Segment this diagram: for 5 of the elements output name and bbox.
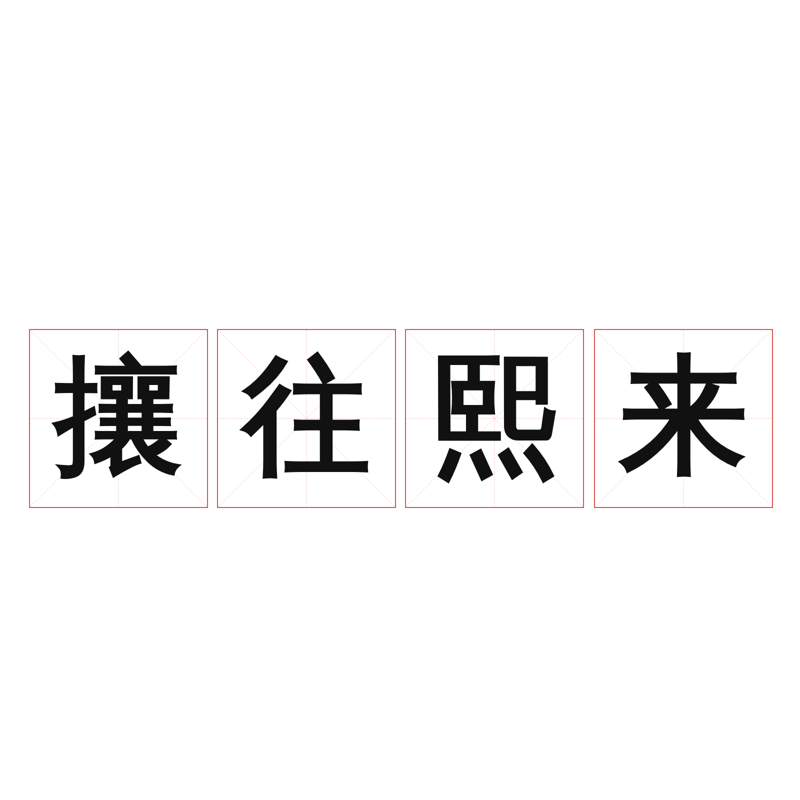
- character-grid-box: [594, 329, 773, 508]
- character-grid-box: [217, 329, 396, 508]
- character-grid-box: [405, 329, 584, 508]
- calligraphy-character: 来: [620, 352, 748, 480]
- character-grid-box: [29, 329, 208, 508]
